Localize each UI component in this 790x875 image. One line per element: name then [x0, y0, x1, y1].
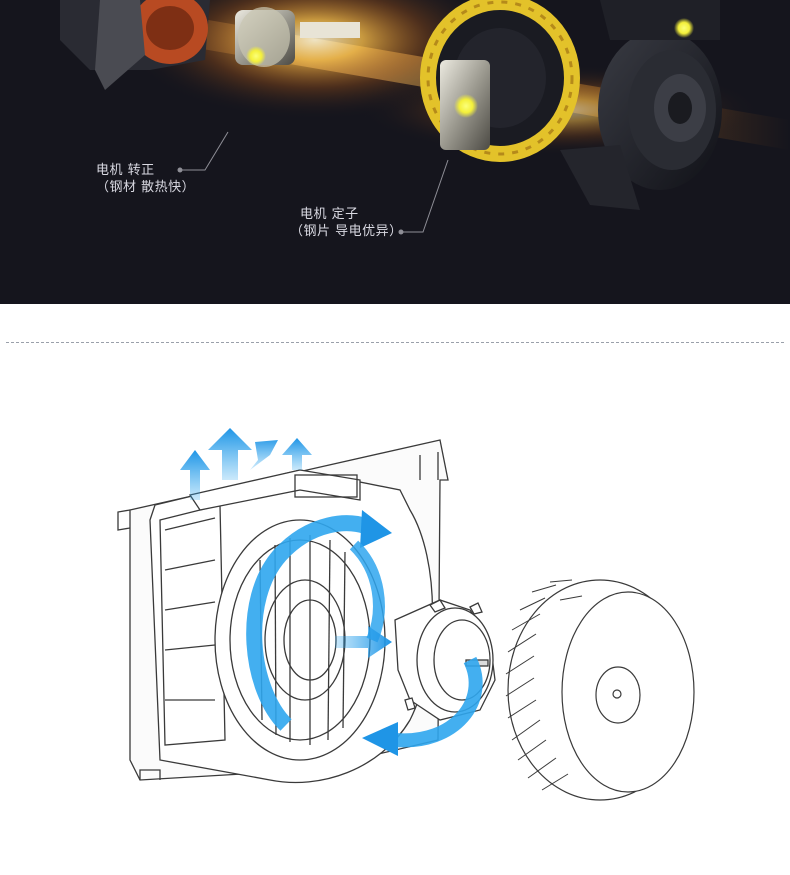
motor-stator-image	[420, 0, 580, 162]
motor-exploded-hero: 电机 转正 （钢材 散热快） 电机 定子 （钢片 导电优异）	[0, 0, 790, 304]
stator-label-line2: （钢片 导电优异）	[290, 224, 403, 239]
fan-assembly-diagram	[117, 428, 695, 801]
rotor-label-line2: （钢材 散热快）	[96, 180, 196, 195]
stator-label: 电机 定子 （钢片 导电优异）	[290, 206, 403, 240]
motor-rotor-image	[60, 0, 360, 90]
highlight-dot-icon	[246, 46, 266, 66]
fan-housing-image	[117, 439, 449, 784]
impeller-image	[505, 579, 695, 801]
highlight-dot-icon	[674, 18, 694, 38]
motor-image	[394, 599, 496, 721]
motor-housing-image	[560, 0, 722, 210]
highlight-dot-icon	[454, 94, 478, 118]
rotor-label: 电机 转正 （钢材 散热快）	[96, 162, 195, 196]
motor-exploded-illustration	[60, 0, 790, 235]
rotor-label-line1: 电机 转正	[96, 163, 155, 178]
section-divider	[6, 342, 784, 343]
airflow-arrow-icon	[180, 428, 483, 756]
stator-label-line1: 电机 定子	[300, 207, 359, 222]
